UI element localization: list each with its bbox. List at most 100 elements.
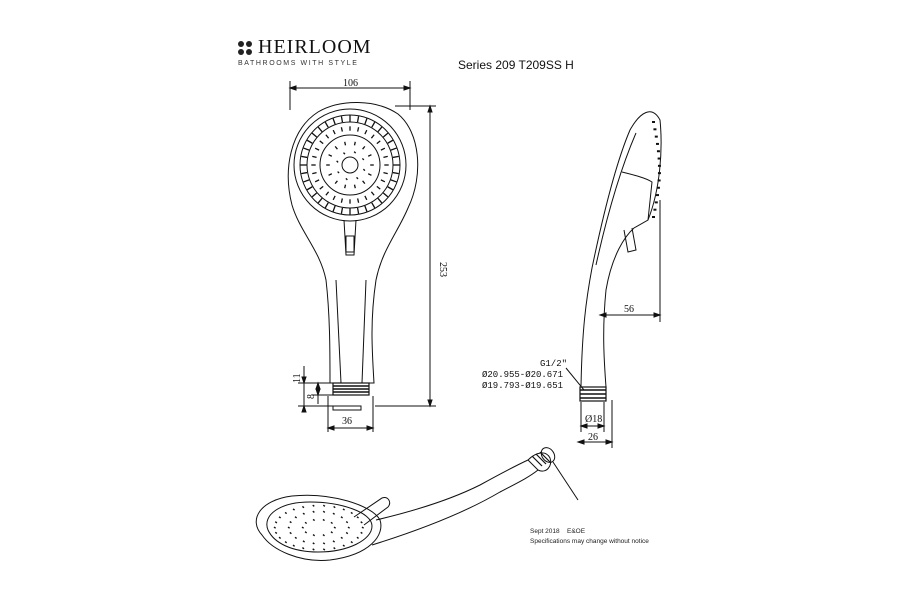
nozzle-mark: [333, 526, 337, 529]
nozzle-mark: [356, 207, 360, 214]
nozzle-mark: [356, 127, 360, 132]
nozzle-mark: [324, 121, 329, 128]
nozzle-mark: [284, 511, 288, 515]
nozzle-mark: [367, 154, 372, 157]
nozzle-mark: [289, 531, 292, 535]
nozzle-mark: [330, 521, 333, 525]
nozzle-mark: [303, 179, 310, 183]
nozzle-mark: [332, 205, 336, 212]
side-view: [565, 111, 662, 448]
nozzle-mark: [377, 197, 383, 204]
nozzle-mark: [328, 154, 333, 157]
nozzle-mark: [387, 186, 394, 191]
nozzle-mark: [356, 198, 360, 203]
nozzle-mark: [376, 140, 381, 145]
dim-thread-height: 8: [306, 394, 317, 399]
nozzle-mark: [314, 179, 320, 183]
nozzle-mark: [340, 207, 344, 214]
nozzle-mark: [333, 547, 336, 550]
nozzle-mark: [278, 516, 282, 519]
nozzle-mark: [332, 512, 336, 515]
dim-handle-depth: 26: [588, 432, 598, 443]
nozzle-mark: [301, 505, 305, 509]
nozzle-mark: [333, 505, 336, 509]
nozzle-mark: [364, 129, 368, 135]
disclaimer-note: Specifications may change without notice: [530, 538, 649, 545]
nozzle-mark: [350, 541, 353, 544]
nozzle-mark: [362, 168, 366, 172]
nozzle-mark: [292, 508, 296, 511]
nozzle-mark: [317, 126, 323, 133]
nozzle-mark: [362, 145, 366, 150]
nozzle-mark: [345, 531, 349, 535]
four-dot-logo-icon: [238, 40, 252, 55]
nozzle-mark: [353, 151, 357, 154]
nozzle-mark: [342, 544, 346, 547]
nozzle-mark: [334, 145, 338, 150]
nozzle-mark: [319, 185, 324, 190]
nozzle-mark: [387, 139, 394, 144]
nozzle-mark: [312, 534, 316, 537]
nozzle-mark: [377, 126, 383, 133]
nozzle-mark: [311, 132, 318, 138]
nozzle-mark: [306, 139, 313, 144]
nozzle-mark: [319, 140, 324, 145]
nozzle-mark: [343, 152, 346, 155]
nozzle-mark: [278, 536, 282, 539]
isometric-view: [255, 447, 579, 561]
nozzle-mark: [292, 544, 296, 547]
nozzle-mark: [302, 540, 306, 543]
nozzle-mark: [287, 526, 291, 529]
nozzle-mark: [336, 160, 339, 163]
nozzle-mark: [332, 195, 336, 201]
nozzle-mark: [361, 526, 365, 529]
nozzle-mark: [347, 526, 351, 529]
nozzle-mark: [392, 155, 399, 159]
nozzle-mark: [383, 171, 388, 175]
thread-major-dia: Ø20.955-Ø20.671: [482, 370, 563, 380]
nozzle-mark: [367, 173, 372, 176]
nozzle-mark: [340, 198, 344, 203]
nozzle-mark: [322, 518, 325, 522]
nozzle-mark: [344, 184, 347, 189]
brand-name: HEIRLOOM: [258, 36, 372, 58]
nozzle-mark: [360, 521, 363, 524]
eoe-mark: E&OE: [567, 528, 586, 535]
nozzle-mark: [322, 534, 325, 537]
nozzle-mark: [345, 520, 349, 524]
nozzle-mark: [383, 155, 388, 159]
nozzle-mark: [364, 118, 368, 125]
nozzle-mark: [284, 541, 288, 544]
nozzle-mark: [390, 147, 397, 151]
nozzle-mark: [342, 508, 346, 511]
nozzle-mark: [304, 521, 308, 525]
nozzle-mark: [328, 173, 333, 176]
nozzle-mark: [340, 127, 344, 132]
nozzle-mark: [322, 504, 326, 507]
nozzle-mark: [306, 186, 313, 191]
dim-thread-dia: Ø18: [585, 414, 602, 425]
nozzle-mark: [334, 180, 338, 185]
nozzle-mark: [345, 177, 348, 181]
nozzle-mark: [301, 526, 305, 529]
nozzle-mark: [301, 547, 305, 550]
nozzle-mark: [314, 147, 320, 151]
nozzle-mark: [364, 205, 368, 212]
thread-minor-dia: Ø19.793-Ø19.651: [482, 381, 563, 391]
nozzle-mark: [317, 197, 323, 204]
nozzle-mark: [322, 510, 326, 514]
nozzle-mark: [370, 134, 375, 139]
nozzle-mark: [382, 192, 389, 198]
nozzle-mark: [312, 542, 315, 545]
nozzle-mark: [304, 531, 308, 534]
nozzle-mark: [356, 116, 360, 123]
nozzle-mark: [330, 531, 333, 534]
dim-total-length: 253: [437, 262, 448, 277]
nozzle-mark: [356, 516, 359, 519]
nozzle-mark: [322, 542, 326, 545]
nozzle-mark: [312, 548, 315, 551]
nozzle-mark: [370, 191, 375, 196]
nozzle-mark: [337, 171, 340, 174]
